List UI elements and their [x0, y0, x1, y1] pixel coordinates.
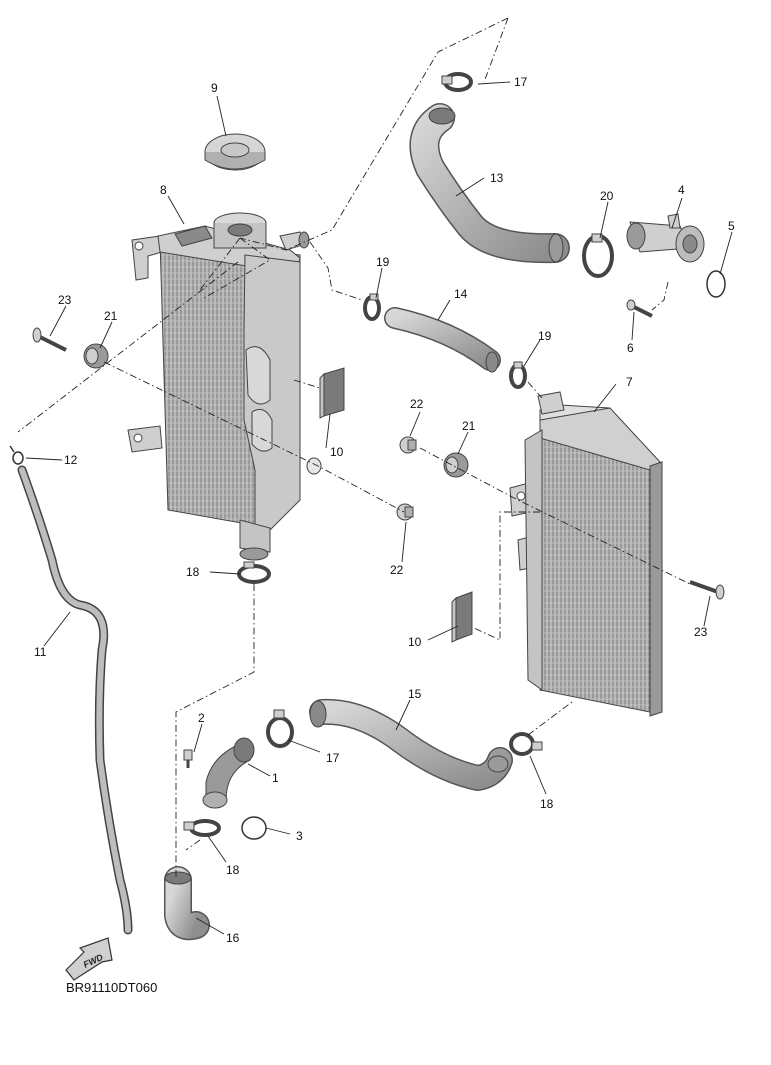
- callout-4: 4: [678, 183, 685, 197]
- pad-10-b: [451, 591, 473, 643]
- pad-10-a: [319, 367, 345, 419]
- hose-13: [409, 103, 570, 264]
- callout-1: 1: [272, 771, 279, 785]
- callout-21-b: 21: [462, 419, 476, 433]
- bolt-2: [183, 749, 193, 768]
- callout-23-a: 23: [58, 293, 72, 307]
- radiator-cap: [204, 133, 266, 171]
- hose-11: [17, 465, 133, 935]
- callout-2: 2: [198, 711, 205, 725]
- joint-4: [626, 213, 705, 263]
- leader-lines: [25, 81, 733, 935]
- callout-20: 20: [600, 189, 614, 203]
- clamp-20: [582, 233, 614, 278]
- bolt-23-b: [689, 580, 725, 600]
- callout-22-b: 22: [390, 563, 404, 577]
- collar-22-a: [399, 436, 417, 454]
- grommet-21-b: [443, 452, 469, 478]
- callout-19-a: 19: [376, 255, 390, 269]
- callout-9: 9: [211, 81, 218, 95]
- callout-17-lower: 17: [326, 751, 340, 765]
- assembly-lines: [17, 17, 691, 878]
- grommet-21-a: [83, 343, 109, 369]
- callout-10-a: 10: [330, 445, 344, 459]
- callout-6: 6: [627, 341, 634, 355]
- callout-18-a: 18: [186, 565, 200, 579]
- clip-12: [9, 445, 24, 465]
- callout-16: 16: [226, 931, 240, 945]
- callout-14: 14: [454, 287, 468, 301]
- callout-labels: 9 8 17 13 20 4 5 6 19 14 19 23 21 12 10 …: [34, 75, 735, 945]
- clamp-18-c: [183, 819, 221, 837]
- callout-18-b: 18: [540, 797, 554, 811]
- callout-21-a: 21: [104, 309, 118, 323]
- callout-19-b: 19: [538, 329, 552, 343]
- callout-7: 7: [626, 375, 633, 389]
- right-radiator: [509, 391, 663, 717]
- hose-16: [164, 866, 210, 941]
- callout-23-b: 23: [694, 625, 708, 639]
- clamp-18-b: [509, 732, 543, 756]
- diagram-code: BR91110DT060: [66, 980, 157, 995]
- clamp-17-lower: [266, 709, 294, 748]
- callout-12: 12: [64, 453, 78, 467]
- callout-22-a: 22: [410, 397, 424, 411]
- hose-14: [384, 307, 501, 373]
- clamp-19-a: [363, 293, 381, 321]
- o-ring-3: [241, 816, 267, 840]
- hose-15: [309, 698, 513, 791]
- callout-15: 15: [408, 687, 422, 701]
- callout-10-b: 10: [408, 635, 422, 649]
- bolt-6: [626, 299, 653, 318]
- clamp-18-a: [237, 561, 271, 584]
- callout-13: 13: [490, 171, 504, 185]
- clamp-19-b: [509, 361, 527, 389]
- collar-22-b: [396, 503, 414, 521]
- arrow-fwd-icon: FWD: [65, 937, 113, 981]
- pipe-1: [202, 737, 255, 809]
- clamp-17-top: [441, 72, 473, 92]
- callout-18-c: 18: [226, 863, 240, 877]
- bolt-23-a: [32, 327, 67, 352]
- callout-8: 8: [160, 183, 167, 197]
- callout-5: 5: [728, 219, 735, 233]
- callout-11: 11: [34, 645, 47, 659]
- callout-17-top: 17: [514, 75, 528, 89]
- callout-3: 3: [296, 829, 303, 843]
- left-radiator: [127, 212, 322, 561]
- o-ring-5: [706, 270, 726, 298]
